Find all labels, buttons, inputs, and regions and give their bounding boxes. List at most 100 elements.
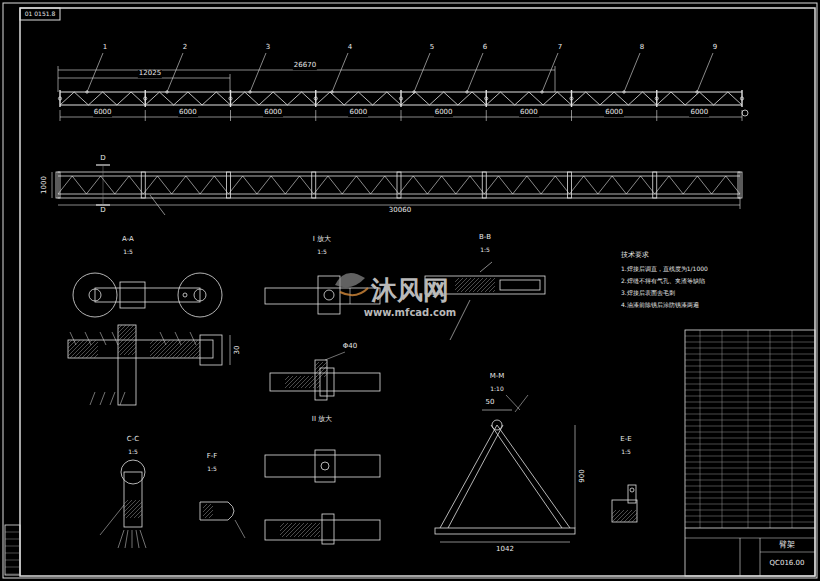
column-section bbox=[124, 472, 142, 527]
callout-number: 4 bbox=[347, 44, 353, 52]
plan-diagonal bbox=[527, 176, 541, 194]
section-hatch bbox=[68, 340, 72, 344]
section-hatch bbox=[628, 513, 637, 522]
joint-plate bbox=[322, 514, 334, 544]
table-row bbox=[685, 462, 815, 463]
section-hatch bbox=[74, 340, 92, 358]
table-row bbox=[5, 539, 20, 540]
truss-diagonal bbox=[74, 92, 88, 105]
leader-line bbox=[450, 300, 470, 340]
inner-border bbox=[20, 8, 815, 576]
dimension-text: 01 0151.8 bbox=[24, 11, 57, 18]
table-row bbox=[685, 360, 815, 361]
dimension-text: 30060 bbox=[388, 207, 412, 215]
section-hatch bbox=[150, 340, 154, 344]
callout-number: 6 bbox=[482, 44, 488, 52]
section-hatch bbox=[138, 514, 142, 518]
base-beam bbox=[435, 528, 575, 534]
joint-pin bbox=[570, 97, 573, 100]
pin-hole bbox=[321, 462, 329, 470]
dimension-extension bbox=[230, 110, 231, 121]
section-hatch bbox=[461, 278, 475, 292]
inner-tube bbox=[500, 280, 540, 290]
table-column bbox=[722, 330, 723, 528]
plan-diagonal bbox=[271, 176, 285, 194]
leader-line bbox=[697, 53, 713, 92]
table-column bbox=[740, 538, 741, 576]
joint-pin bbox=[229, 97, 232, 100]
section-hatch bbox=[124, 500, 140, 516]
section-hatch bbox=[118, 331, 136, 349]
section-hatch bbox=[118, 325, 126, 333]
table-row bbox=[685, 516, 815, 517]
plan-diagonal bbox=[427, 176, 441, 194]
section-hatch bbox=[298, 523, 312, 537]
plan-diagonal bbox=[442, 176, 456, 194]
clamp-block bbox=[120, 282, 145, 308]
truss-diagonal bbox=[245, 92, 259, 105]
section-hatch bbox=[124, 500, 128, 504]
table-row bbox=[5, 532, 20, 533]
leader-line bbox=[235, 520, 245, 538]
leader-line bbox=[332, 53, 348, 92]
leader-line bbox=[120, 392, 125, 405]
section-hatch bbox=[196, 354, 200, 358]
section-hatch bbox=[636, 521, 637, 522]
plan-joint-plate bbox=[312, 172, 316, 198]
section-hatch bbox=[469, 278, 483, 292]
section-hatch bbox=[455, 278, 459, 282]
section-hatch bbox=[455, 278, 463, 286]
dimension-text: C-C bbox=[126, 436, 140, 444]
truss-diagonal bbox=[117, 92, 131, 105]
plan-outline bbox=[58, 172, 740, 198]
section-hatch bbox=[126, 502, 142, 518]
segment-joint bbox=[571, 90, 572, 107]
truss-diagonal bbox=[131, 92, 145, 105]
leader-line bbox=[190, 332, 196, 345]
leader-line bbox=[150, 195, 165, 215]
table-row bbox=[685, 426, 815, 427]
plan-chord bbox=[58, 176, 740, 177]
truss-diagonal bbox=[373, 92, 387, 105]
truss-diagonal bbox=[88, 92, 102, 105]
dimension-text: 26670 bbox=[293, 62, 317, 70]
section-hatch bbox=[68, 340, 76, 348]
table-row bbox=[685, 522, 815, 523]
leader-line bbox=[175, 332, 181, 345]
section-hatch bbox=[86, 346, 98, 358]
lug-hole bbox=[630, 488, 634, 492]
plan-diagonal bbox=[584, 176, 598, 194]
segment-joint bbox=[230, 90, 231, 107]
dimension-line bbox=[230, 335, 231, 365]
truss-diagonal bbox=[600, 92, 614, 105]
truss-diagonal bbox=[358, 92, 372, 105]
section-hatch bbox=[176, 340, 194, 358]
plan-joint-plate bbox=[568, 172, 572, 198]
dimension-text: 6000 bbox=[689, 109, 709, 117]
callout-number: 3 bbox=[265, 44, 271, 52]
truss-diagonal bbox=[60, 92, 74, 105]
plan-diagonal bbox=[612, 176, 626, 194]
section-hatch bbox=[489, 286, 495, 292]
section-hatch bbox=[290, 523, 304, 537]
bracket-section bbox=[118, 325, 136, 405]
callout-number: 9 bbox=[712, 44, 718, 52]
plan-diagonal bbox=[157, 176, 171, 194]
leader-line bbox=[87, 53, 103, 92]
lug bbox=[628, 485, 636, 503]
table-row bbox=[5, 574, 20, 575]
leader-dot bbox=[466, 91, 468, 93]
section-hatch bbox=[315, 362, 319, 366]
table-row bbox=[5, 567, 20, 568]
section-hatch bbox=[624, 510, 636, 522]
leader-line bbox=[110, 392, 115, 405]
plan-diagonal bbox=[683, 176, 697, 194]
dimension-text: M-M bbox=[489, 373, 506, 381]
plan-diagonal bbox=[626, 176, 640, 194]
table-row bbox=[685, 528, 815, 529]
leader-line bbox=[136, 530, 139, 548]
leader-line bbox=[100, 392, 105, 405]
tube-member bbox=[270, 373, 380, 391]
callout-number: 1 bbox=[102, 44, 108, 52]
dimension-text: 6000 bbox=[519, 109, 539, 117]
